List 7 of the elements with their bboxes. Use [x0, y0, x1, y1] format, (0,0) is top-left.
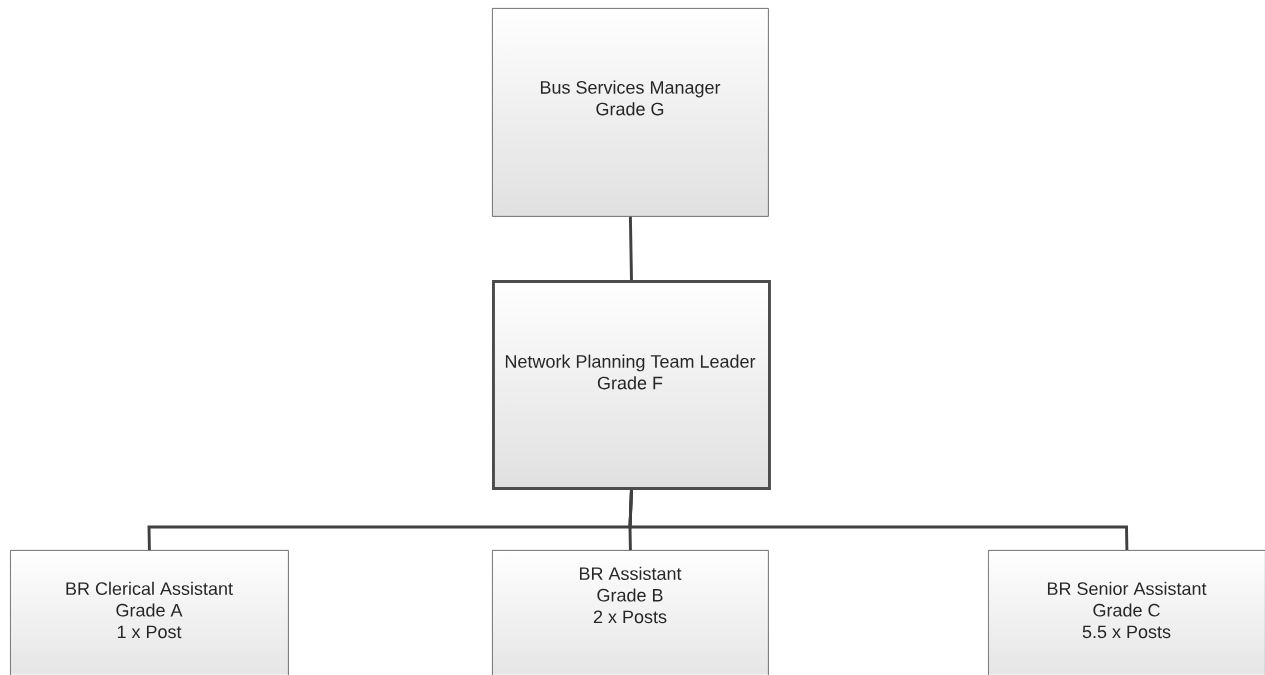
org-box: Bus Services Manager Grade G — [492, 8, 769, 217]
org-box: Network Planning Team Leader Grade F — [492, 280, 771, 490]
connector-line — [628, 216, 633, 281]
org-box: BR Senior Assistant Grade C 5.5 x Posts — [988, 550, 1265, 675]
org-box: BR Assistant Grade B 2 x Posts — [492, 550, 769, 675]
org-box: BR Clerical Assistant Grade A 1 x Post — [10, 550, 289, 675]
connector-line — [628, 489, 1129, 550]
